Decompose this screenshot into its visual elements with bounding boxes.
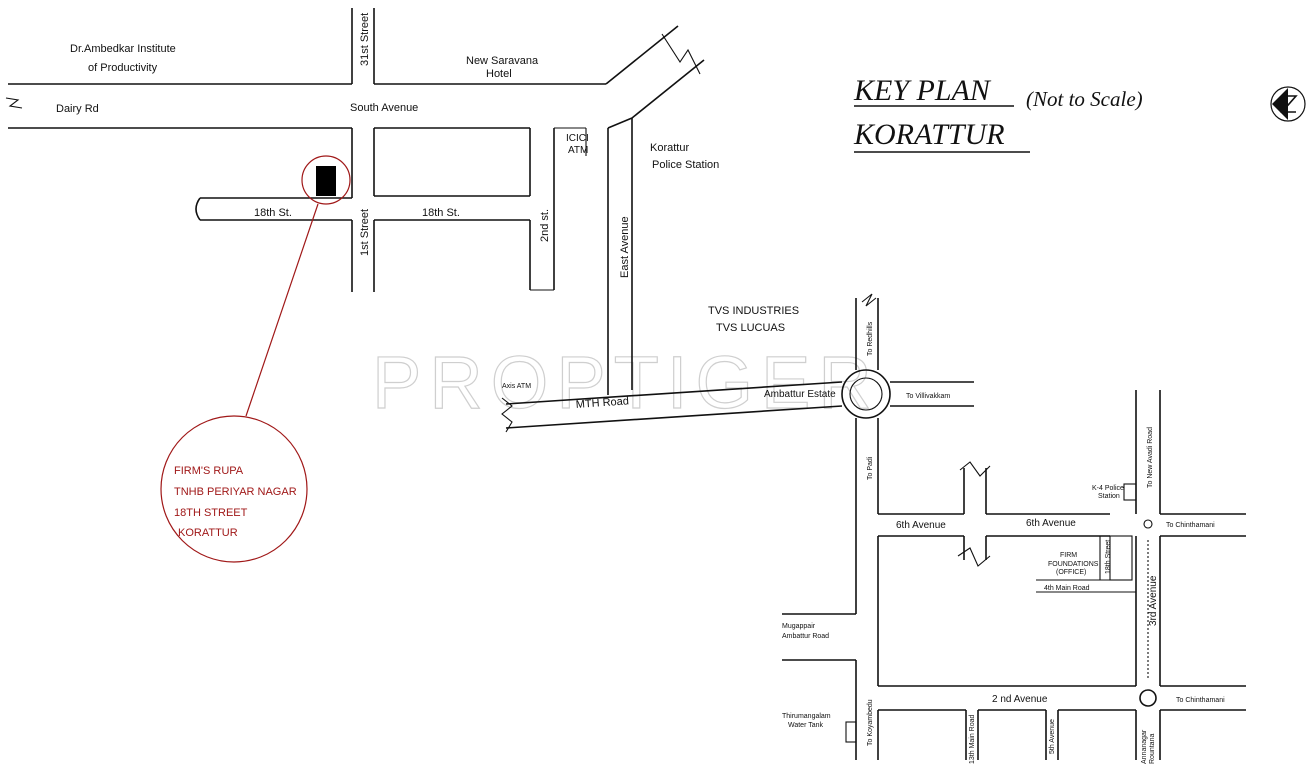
label-south-avenue: South Avenue [350,102,418,114]
label-5th-avenue: 5th Avenue [1049,719,1056,754]
label-firm-3: (OFFICE) [1056,569,1086,576]
callout-line-1: FIRM'S RUPA [174,465,244,477]
label-korattur-ps-2: Police Station [652,159,719,171]
label-annanagar-2: Rountana [1149,734,1156,764]
label-firm-1: FIRM [1060,552,1077,559]
label-6th-avenue-left: 6th Avenue [896,520,946,531]
label-2nd-st: 2nd st. [539,209,551,242]
title-key-plan: KEY PLAN [853,74,992,107]
callout-leader [245,203,319,417]
label-firm-2: FOUNDATIONS [1048,561,1099,568]
label-to-chinthamani-1: To Chinthamani [1166,522,1215,529]
label-3rd-avenue: 3rd Avenue [1148,575,1159,626]
label-to-redhills: To Redhills [867,321,874,356]
label-annanagar-1: Annanagar [1141,729,1148,764]
label-mugappair-2: Ambattur Road [782,633,829,640]
property-marker: FIRM'S RUPA TNHB PERIYAR NAGAR 18TH STRE… [160,155,351,563]
label-18th-st-right: 18th St. [422,207,460,219]
label-k4-police-1: K-4 Police [1092,485,1124,492]
property-block [316,166,336,196]
label-18th-st-left: 18th St. [254,207,292,219]
label-1st-street: 1st Street [359,209,371,256]
label-13th-main-road: 13th Main Road [969,714,976,764]
property-highlight-circle [301,155,351,205]
label-2nd-avenue: 2 nd Avenue [992,694,1048,705]
callout-line-3: 18TH STREET [174,507,248,519]
label-to-villivakkam: To Villivakkam [906,393,950,400]
label-ambedkar-2: of Productivity [88,62,158,74]
upper-left-roads [5,8,705,395]
callout-line-2: TNHB PERIYAR NAGAR [174,486,297,498]
label-31st-street: 31st Street [359,13,371,66]
label-ambedkar-1: Dr.Ambedkar Institute [70,43,176,55]
label-to-padi: To Padi [867,456,874,480]
callout-circle [160,415,308,563]
title-block: KEY PLAN (Not to Scale) KORATTUR [853,74,1143,153]
label-dairy-rd: Dairy Rd [56,103,99,115]
mth-road [501,381,843,433]
label-saravana-2: Hotel [486,68,512,80]
label-east-avenue: East Avenue [619,216,631,278]
label-icici-1: ICICI [566,133,589,144]
label-icici-2: ATM [568,145,588,156]
lower-right-roads [782,390,1246,760]
label-18th-street-v: 18th Street [1105,540,1112,574]
label-mth-road: MTH Road [575,395,629,411]
label-to-new-avadi: To New Avadi Road [1147,427,1154,488]
label-saravana-1: New Saravana [466,55,539,67]
watermark: PROPTIGER [372,341,880,424]
title-korattur: KORATTUR [853,118,1005,151]
label-to-koyambedu: To Koyambedu [867,699,874,746]
label-axis-atm: Axis ATM [502,383,531,390]
label-thirumangalam-2: Water Tank [788,722,824,729]
label-tvs-1: TVS INDUSTRIES [708,305,799,317]
label-thirumangalam-1: Thirumangalam [782,713,831,720]
label-korattur-ps-1: Korattur [650,142,689,154]
callout-line-4: KORATTUR [178,527,238,539]
label-6th-avenue-right: 6th Avenue [1026,518,1076,529]
label-to-chinthamani-2: To Chinthamani [1176,697,1225,704]
label-k4-police-2: Station [1098,493,1120,500]
label-ambattur-estate: Ambattur Estate [764,389,836,400]
roundabout [841,293,974,614]
north-arrow-icon [1270,86,1306,122]
label-mugappair-1: Mugappair [782,623,816,630]
title-not-to-scale: (Not to Scale) [1026,87,1143,111]
label-tvs-2: TVS LUCUAS [716,322,785,334]
label-4th-main-road: 4th Main Road [1044,585,1090,592]
